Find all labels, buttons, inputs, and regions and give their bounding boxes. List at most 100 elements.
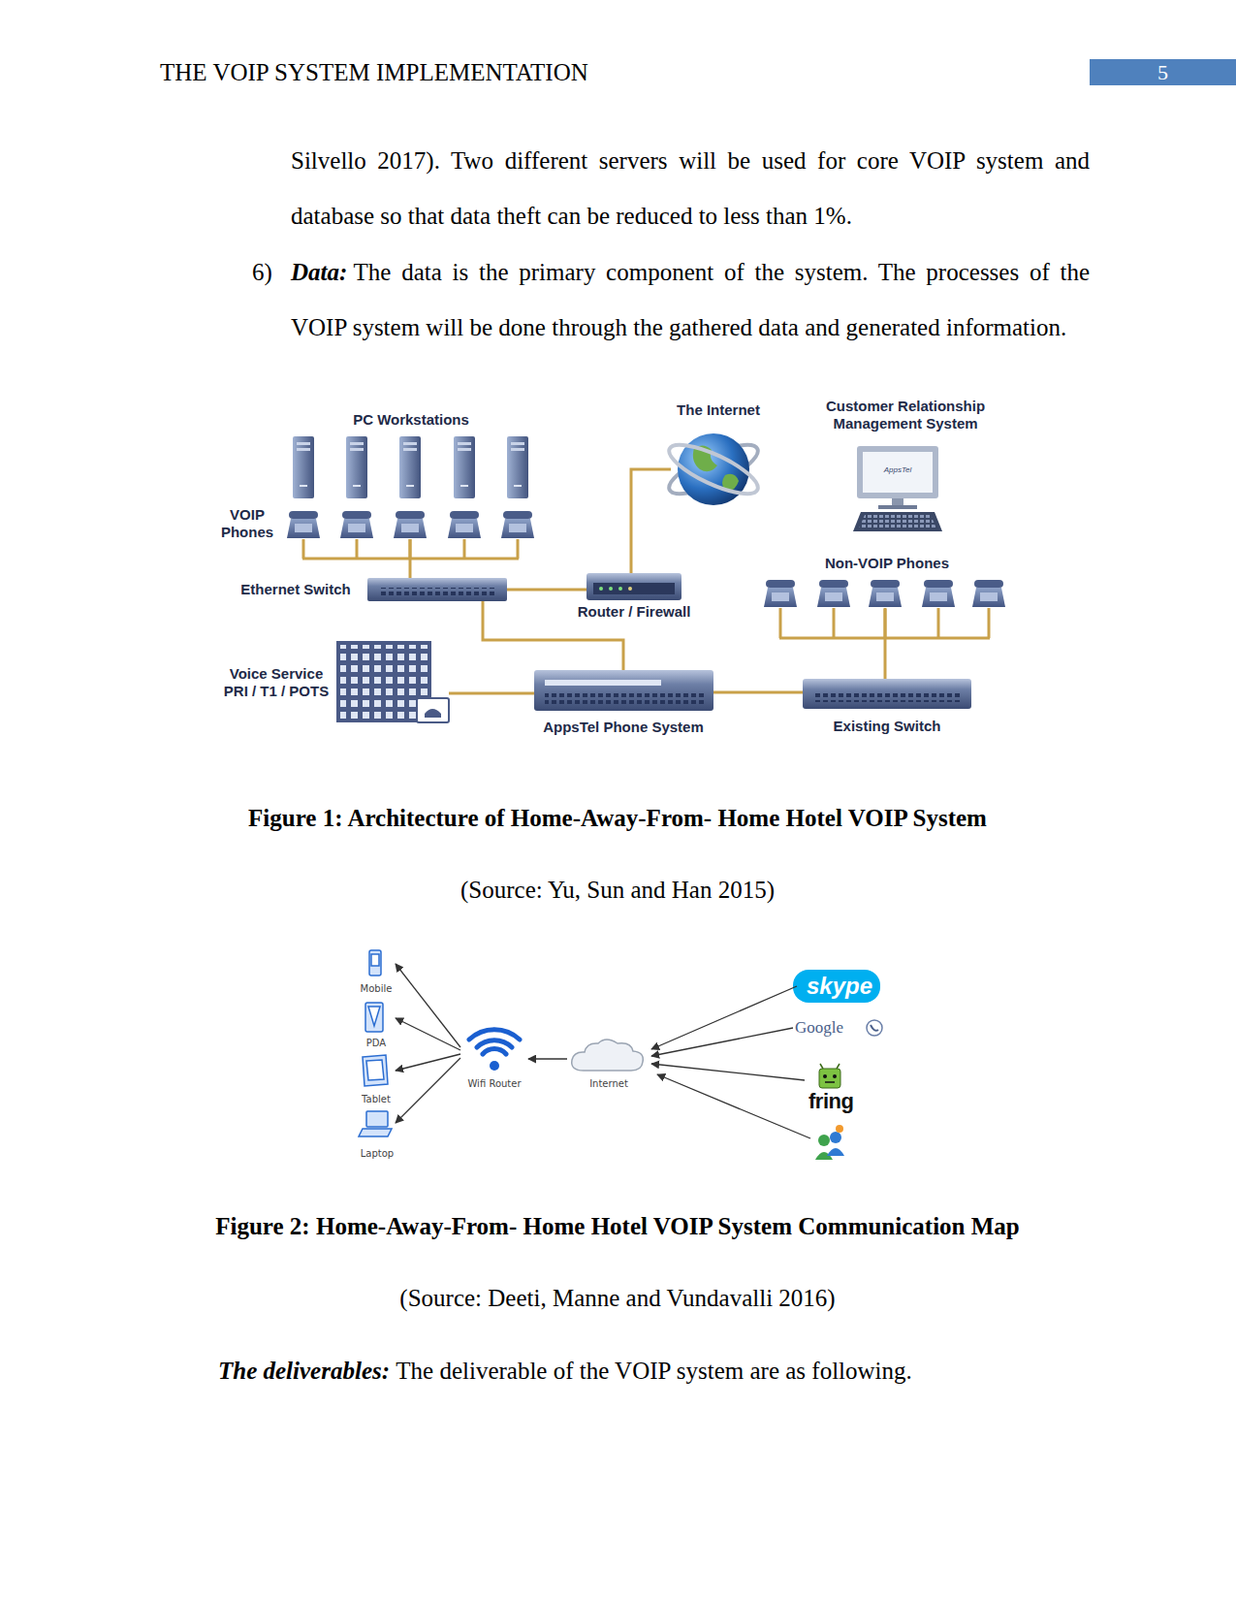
router-device <box>593 582 675 595</box>
cable-connector <box>409 538 412 578</box>
wifi-icon <box>469 1029 520 1071</box>
skype-badge <box>792 969 881 1003</box>
existing-switch-device <box>802 678 972 709</box>
device-icons <box>362 1054 388 1086</box>
device-icons <box>358 1128 392 1137</box>
non-voip-phones <box>763 579 1006 607</box>
internet-cloud <box>571 1039 644 1071</box>
pc-towers <box>292 436 315 499</box>
crm-computer <box>853 445 943 532</box>
arrow-connector <box>651 1063 805 1080</box>
crm-computer <box>891 498 904 507</box>
router-node: Wifi Router <box>460 1021 529 1094</box>
msn-icon <box>815 1124 845 1160</box>
wifi-icon <box>469 1029 520 1040</box>
internet-globe <box>663 435 763 503</box>
logo-node: Google <box>792 1017 846 1038</box>
node-label: Internet <box>567 1077 652 1090</box>
appstel-device <box>534 669 714 711</box>
text-label: The deliverable of the VOIP system are a… <box>395 1357 913 1384</box>
node-label: Tablet <box>351 1093 401 1106</box>
fring-robot <box>819 1063 841 1088</box>
voip-phones <box>286 510 320 539</box>
fring-robot <box>819 1068 841 1088</box>
body-paragraph: Silvello 2017). Two different servers wi… <box>290 132 1090 244</box>
router-device <box>618 586 623 591</box>
voip-phones <box>501 510 535 539</box>
google-talk-bubble <box>866 1019 883 1036</box>
non-voip-phones <box>921 579 955 607</box>
text-label: (Source: Deeti, Manne and Vundavalli 201… <box>399 1284 835 1311</box>
figure-source: (Source: Deeti, Manne and Vundavalli 201… <box>132 1283 1103 1313</box>
pc-towers <box>507 436 529 499</box>
figure-source: (Source: Yu, Sun and Han 2015) <box>132 875 1103 905</box>
arrow-connector <box>528 1057 568 1059</box>
msn-arrow <box>657 1074 811 1139</box>
phone-group: VOIP Phones <box>285 507 536 539</box>
crm-node: Customer Relationship Management System <box>853 443 943 536</box>
phone-group: Non-VOIP Phones <box>763 578 1007 609</box>
node-label: Laptop <box>352 1147 402 1160</box>
device-node: PDA <box>356 1000 396 1053</box>
wifi-icon <box>482 1048 507 1054</box>
arrow-connector <box>395 1017 461 1050</box>
fring-robot <box>823 1074 827 1078</box>
router-node: Router / Firewall <box>586 572 682 601</box>
arrow-connector <box>651 985 797 1049</box>
body-paragraph: Data:The data is the primary component o… <box>290 244 1090 355</box>
switch-node: Existing Switch <box>802 678 972 709</box>
ethernet-switch-device <box>367 577 508 602</box>
msn-icon <box>818 1134 830 1146</box>
node-label: Mobile <box>351 982 401 995</box>
building-node: Voice Service PRI / T1 / POTS <box>336 640 449 723</box>
internet-globe <box>663 433 763 506</box>
node-label: Voice Service PRI / T1 / POTS <box>216 665 337 700</box>
appstel-device <box>544 679 662 686</box>
router-device <box>599 586 603 591</box>
arrow-connector <box>651 1027 793 1056</box>
msn-icon <box>829 1131 842 1143</box>
fring-robot <box>832 1074 837 1078</box>
voip-phones <box>393 510 427 539</box>
node-label: VOIP Phones <box>215 506 280 541</box>
device-icons <box>371 953 380 966</box>
device-node: Laptop <box>356 1109 396 1166</box>
crm-computer <box>856 445 939 499</box>
text-label: 6) <box>252 258 273 286</box>
msn-icon <box>835 1124 844 1133</box>
router-device <box>608 586 613 591</box>
pc-towers <box>453 436 476 499</box>
node-label: AppsTel Phone System <box>511 718 735 736</box>
figure-caption: Figure 2: Home-Away-From- Home Hotel VOI… <box>132 1211 1103 1241</box>
node-label: Non-VOIP Phones <box>794 554 980 572</box>
text-label: Silvello 2017). Two different servers wi… <box>290 147 1090 229</box>
router-device <box>628 586 633 591</box>
wifi-icon <box>489 1060 500 1071</box>
skype-badge <box>792 969 881 1003</box>
text-label: AppsTel <box>884 465 913 475</box>
existing-switch-device <box>802 678 972 709</box>
node-label: PC Workstations <box>314 411 508 429</box>
logo-node: fring <box>804 1066 857 1113</box>
fring-robot <box>824 1080 835 1083</box>
msn-arrow <box>657 1074 811 1139</box>
device-icons <box>366 1110 388 1127</box>
switch-node: Ethernet Switch <box>367 577 508 602</box>
device-node: Tablet <box>356 1052 396 1110</box>
existing-switch-device <box>814 690 960 702</box>
device-icons <box>369 950 381 976</box>
figure-caption: Figure 1: Architecture of Home-Away-From… <box>132 803 1103 833</box>
voice-service-building <box>424 708 442 718</box>
appstel-device <box>544 690 704 704</box>
running-header: THE VOIP SYSTEM IMPLEMENTATION <box>159 58 897 88</box>
node-label: skype <box>806 972 873 1000</box>
router-device <box>586 572 682 601</box>
non-voip-phones <box>763 579 797 607</box>
device-node: Mobile <box>356 948 396 999</box>
node-label: Existing Switch <box>794 717 980 735</box>
cable-connector <box>448 692 535 696</box>
page-number: 5 <box>1089 59 1236 86</box>
phone-system-node: AppsTel Phone System <box>534 669 714 711</box>
wifi-icon <box>476 1040 512 1047</box>
cable-connector <box>631 469 671 573</box>
